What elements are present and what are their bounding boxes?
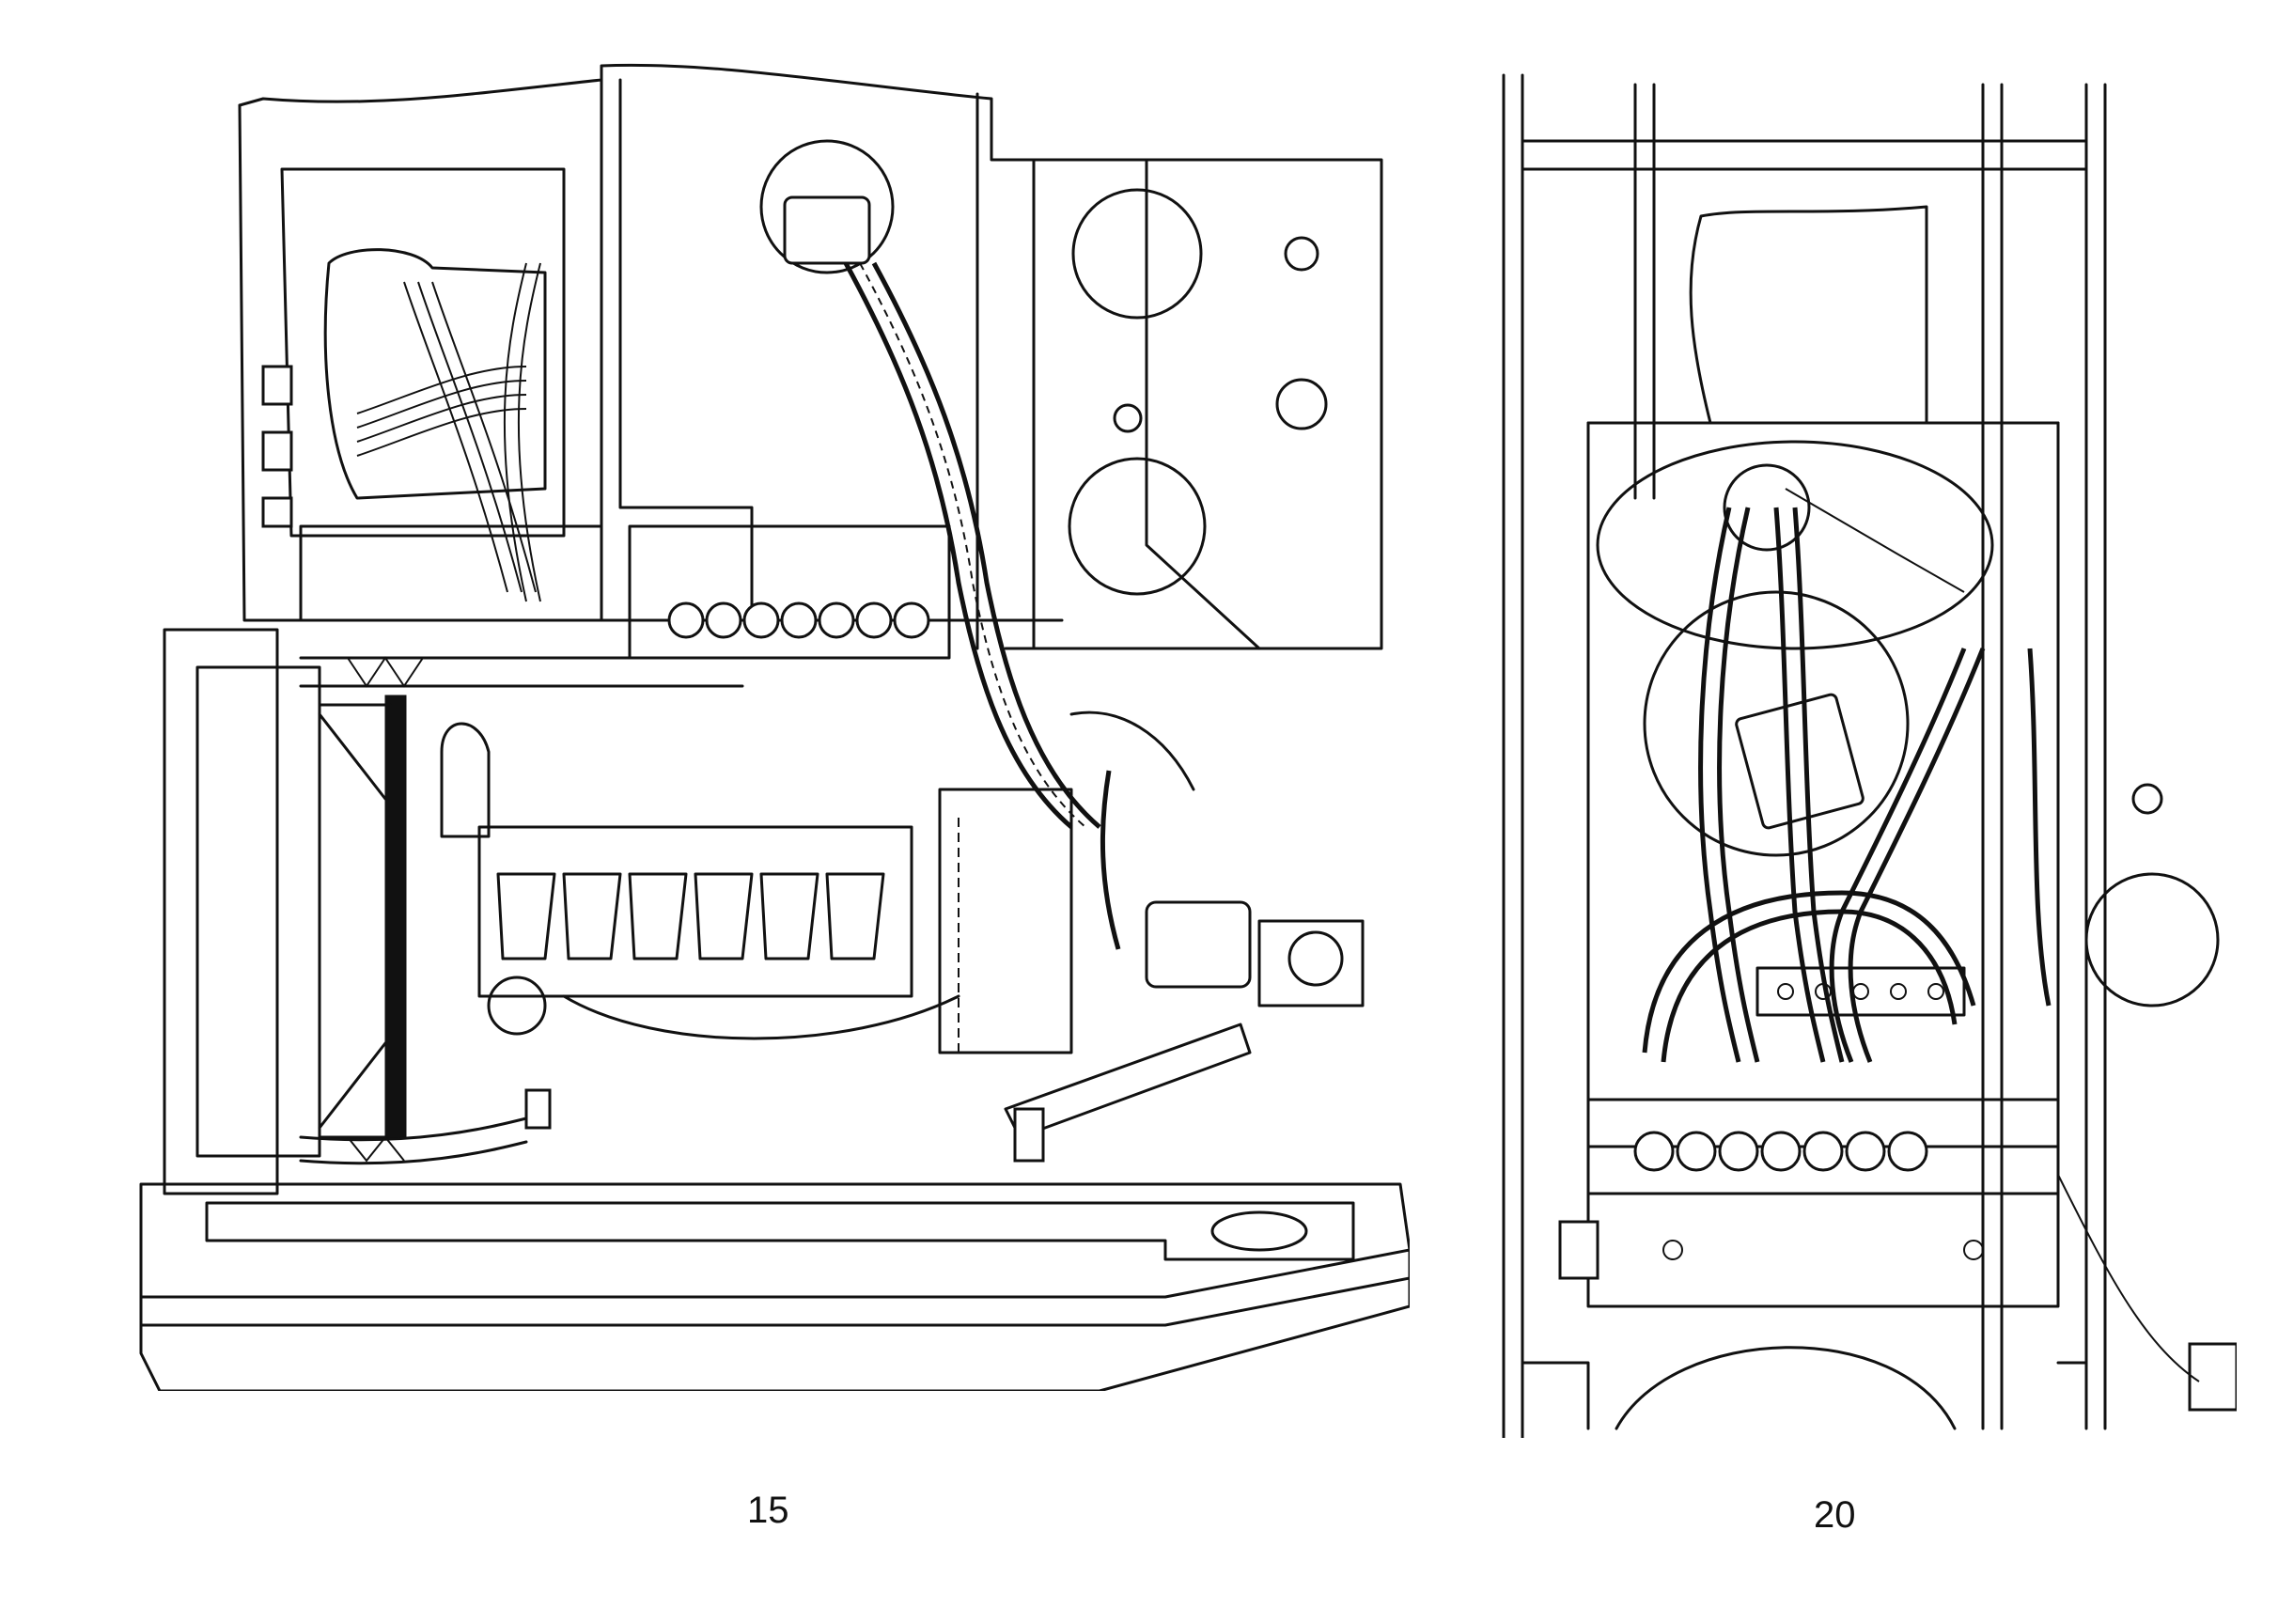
upper-housing-outline xyxy=(238,63,1383,650)
pump-housing xyxy=(1643,590,1910,857)
frame-rail-left xyxy=(1502,73,1524,1438)
figure-engine-compartment xyxy=(132,56,1410,1391)
intake-elbow xyxy=(440,722,491,838)
radiator-core xyxy=(384,695,407,1138)
frame-rail-inner-left xyxy=(1633,83,1656,500)
side-fitting-right xyxy=(2188,1342,2237,1412)
distribution-block xyxy=(1755,966,1966,1017)
frame-rail-inner-right xyxy=(1981,83,2004,1430)
hose-d xyxy=(1642,890,1976,1054)
large-hole-lower xyxy=(1068,457,1207,596)
hose-main-a xyxy=(843,261,1073,829)
coolant-pipe-bottom xyxy=(299,1116,528,1165)
top-chamber xyxy=(1689,205,1928,425)
engine-rear-drawing xyxy=(1502,73,2237,1438)
valve-caps-upper xyxy=(667,601,930,639)
radiator-frame xyxy=(163,628,279,1195)
control-box-panel xyxy=(280,167,566,538)
hose-a xyxy=(1698,507,1741,1063)
flywheel-housing xyxy=(1596,440,1994,650)
engine-compartment-drawing xyxy=(139,63,1410,1391)
pulley xyxy=(487,976,547,1036)
hose-b xyxy=(1773,507,1826,1063)
figure-engine-rear-view xyxy=(1485,66,2237,1438)
side-fitting-left xyxy=(1558,1220,1599,1280)
pump-body xyxy=(1735,693,1865,830)
figure-caption-20: 20 xyxy=(1814,1494,1856,1536)
hose-main-b xyxy=(871,261,1101,829)
bottom-arch xyxy=(1615,1346,1957,1430)
side-hole-large xyxy=(2084,872,2220,1007)
large-hole-upper xyxy=(1071,188,1203,320)
valve-caps-lower xyxy=(1633,1131,1928,1172)
frame-rail-right xyxy=(2084,83,2107,1430)
cylinder-heads xyxy=(496,872,885,960)
valve-block-upper xyxy=(628,524,951,660)
engine-block xyxy=(477,825,913,998)
terminal-studs xyxy=(261,365,293,528)
lower-frame xyxy=(139,1182,1410,1391)
figure-caption-15: 15 xyxy=(747,1490,789,1531)
hydraulic-pump xyxy=(1145,900,1252,989)
coolant-pipe-top xyxy=(299,656,744,688)
transmission-housing xyxy=(938,788,1073,1054)
lower-panel xyxy=(299,524,603,622)
pump-flange xyxy=(759,139,895,274)
